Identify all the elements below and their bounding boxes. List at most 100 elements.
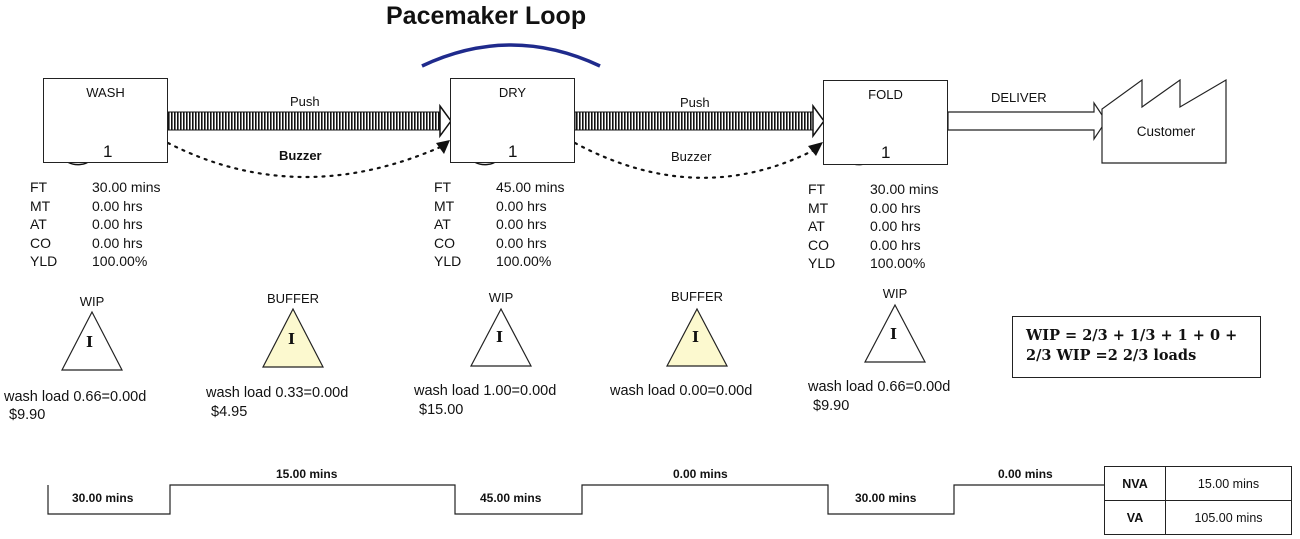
metrics-fold: FT 30.00 mins MT 0.00 hrs AT 0.00 hrs CO 0.0… (808, 180, 938, 273)
inventory-symbol-5: I (890, 325, 898, 343)
metric-value: 0.00 hrs (496, 197, 547, 214)
operator-count-fold: 1 (881, 143, 891, 162)
metric-row: CO 0.00 hrs (808, 236, 938, 255)
page-title: Pacemaker Loop (386, 2, 587, 30)
process-name: FOLD (868, 87, 903, 102)
metric-value: 0.00 hrs (92, 197, 143, 214)
pacemaker-arc (421, 43, 601, 68)
buzzer-arrowhead-1 (436, 140, 450, 154)
inventory-label-2: BUFFER (267, 291, 319, 306)
metric-key: FT (808, 181, 826, 197)
inventory-symbol-1: I (86, 333, 94, 351)
metric-key: CO (434, 234, 455, 251)
summary-label: VA (1104, 500, 1166, 535)
metric-value: 0.00 hrs (496, 216, 547, 232)
wip-note-line-1: WIP = 2/3 + 1/3 + 1 + 0 + (1026, 327, 1238, 344)
inventory-label-5: WIP (882, 286, 908, 301)
metric-value: 100.00% (870, 255, 926, 271)
metric-row: FT 30.00 mins (808, 180, 938, 199)
metric-row: CO 0.00 hrs (30, 234, 160, 253)
metric-value: 0.00 hrs (870, 218, 921, 234)
summary-row: NVA 15.00 mins (1104, 466, 1292, 501)
inventory-label-4: BUFFER (671, 289, 723, 304)
inventory-symbol-3: I (496, 328, 504, 346)
metric-value: 0.00 hrs (92, 216, 143, 232)
process-name: WASH (86, 85, 125, 100)
timeline-va-2: 45.00 mins (480, 491, 542, 505)
summary-row: VA 105.00 mins (1104, 500, 1292, 535)
metric-row: AT 0.00 hrs (30, 215, 160, 234)
metric-row: AT 0.00 hrs (808, 217, 938, 236)
metric-value: 30.00 mins (870, 181, 939, 197)
metric-key: AT (434, 216, 451, 232)
timeline-nva-3: 0.00 mins (998, 467, 1053, 481)
deliver-label: DELIVER (991, 90, 1047, 105)
metric-key: MT (30, 197, 51, 214)
summary-label: NVA (1104, 466, 1166, 501)
metric-key: CO (808, 236, 829, 253)
inventory-triangle-4 (666, 307, 728, 367)
inventory-symbol-2: I (288, 330, 296, 348)
buzzer-line-2 (573, 141, 820, 179)
inventory-cost-5: $9.90 (813, 398, 850, 414)
summary-value: 15.00 mins (1165, 466, 1292, 501)
timeline-va-3: 30.00 mins (855, 491, 917, 505)
metric-row: FT 30.00 mins (30, 178, 160, 197)
wip-note-box: WIP = 2/3 + 1/3 + 1 + 0 + 2/3 WIP =2 2/3… (1012, 316, 1261, 378)
metrics-wash: FT 30.00 mins MT 0.00 hrs AT 0.00 hrs CO 0.0… (30, 178, 160, 271)
inventory-text-1: wash load 0.66=0.00d (4, 389, 147, 405)
metric-key: YLD (434, 253, 462, 269)
metric-value: 0.00 hrs (870, 236, 921, 253)
metric-key: FT (434, 179, 452, 195)
metric-row: AT 0.00 hrs (434, 215, 564, 234)
process-box-fold: FOLD (823, 80, 948, 165)
timeline-va-1: 30.00 mins (72, 491, 134, 505)
inventory-label-3: WIP (488, 290, 514, 305)
operator-count-dry: 1 (508, 142, 518, 161)
metric-value: 100.00% (496, 253, 552, 269)
customer-label: Customer (1136, 124, 1196, 139)
inventory-label-1: WIP (79, 294, 105, 309)
summary-value: 105.00 mins (1165, 500, 1292, 535)
summary-table: NVA 15.00 mins VA 105.00 mins (1104, 466, 1292, 535)
timeline-line (47, 484, 1104, 515)
customer-icon (1101, 78, 1227, 164)
timeline-nva-1: 15.00 mins (276, 467, 338, 481)
metric-value: 100.00% (92, 253, 148, 269)
metric-row: YLD 100.00% (30, 252, 160, 271)
deliver-arrow (947, 101, 1107, 141)
inventory-text-5: wash load 0.66=0.00d (808, 379, 951, 395)
inventory-text-4: wash load 0.00=0.00d (610, 383, 753, 399)
metric-key: YLD (30, 253, 58, 269)
push-arrow-dry-fold (574, 103, 825, 139)
metric-value: 45.00 mins (496, 179, 565, 195)
inventory-triangle-1 (61, 310, 123, 371)
metric-key: MT (808, 199, 829, 216)
metric-value: 0.00 hrs (92, 234, 143, 251)
metric-key: AT (808, 218, 825, 234)
buzzer-line-1 (166, 141, 447, 179)
metric-value: 0.00 hrs (870, 199, 921, 216)
inventory-triangle-2 (262, 307, 324, 368)
process-box-wash: WASH (43, 78, 168, 163)
metric-row: FT 45.00 mins (434, 178, 564, 197)
inventory-triangle-5 (864, 303, 926, 363)
metric-key: FT (30, 179, 48, 195)
operator-count-wash: 1 (103, 142, 113, 161)
inventory-triangle-3 (470, 307, 532, 367)
metric-value: 30.00 mins (92, 179, 161, 195)
metric-key: CO (30, 234, 51, 251)
metric-row: MT 0.00 hrs (30, 197, 160, 216)
metric-key: AT (30, 216, 47, 232)
inventory-text-3: wash load 1.00=0.00d (414, 383, 557, 399)
inventory-text-2: wash load 0.33=0.00d (206, 385, 349, 401)
flow-type-1: Push (290, 94, 320, 109)
push-arrow-wash-dry (167, 103, 452, 139)
process-name: DRY (498, 85, 527, 100)
buzzer-arrowhead-2 (808, 142, 823, 156)
inventory-symbol-4: I (692, 328, 700, 346)
metric-row: YLD 100.00% (434, 252, 564, 271)
flow-signal-1: Buzzer (279, 148, 322, 163)
